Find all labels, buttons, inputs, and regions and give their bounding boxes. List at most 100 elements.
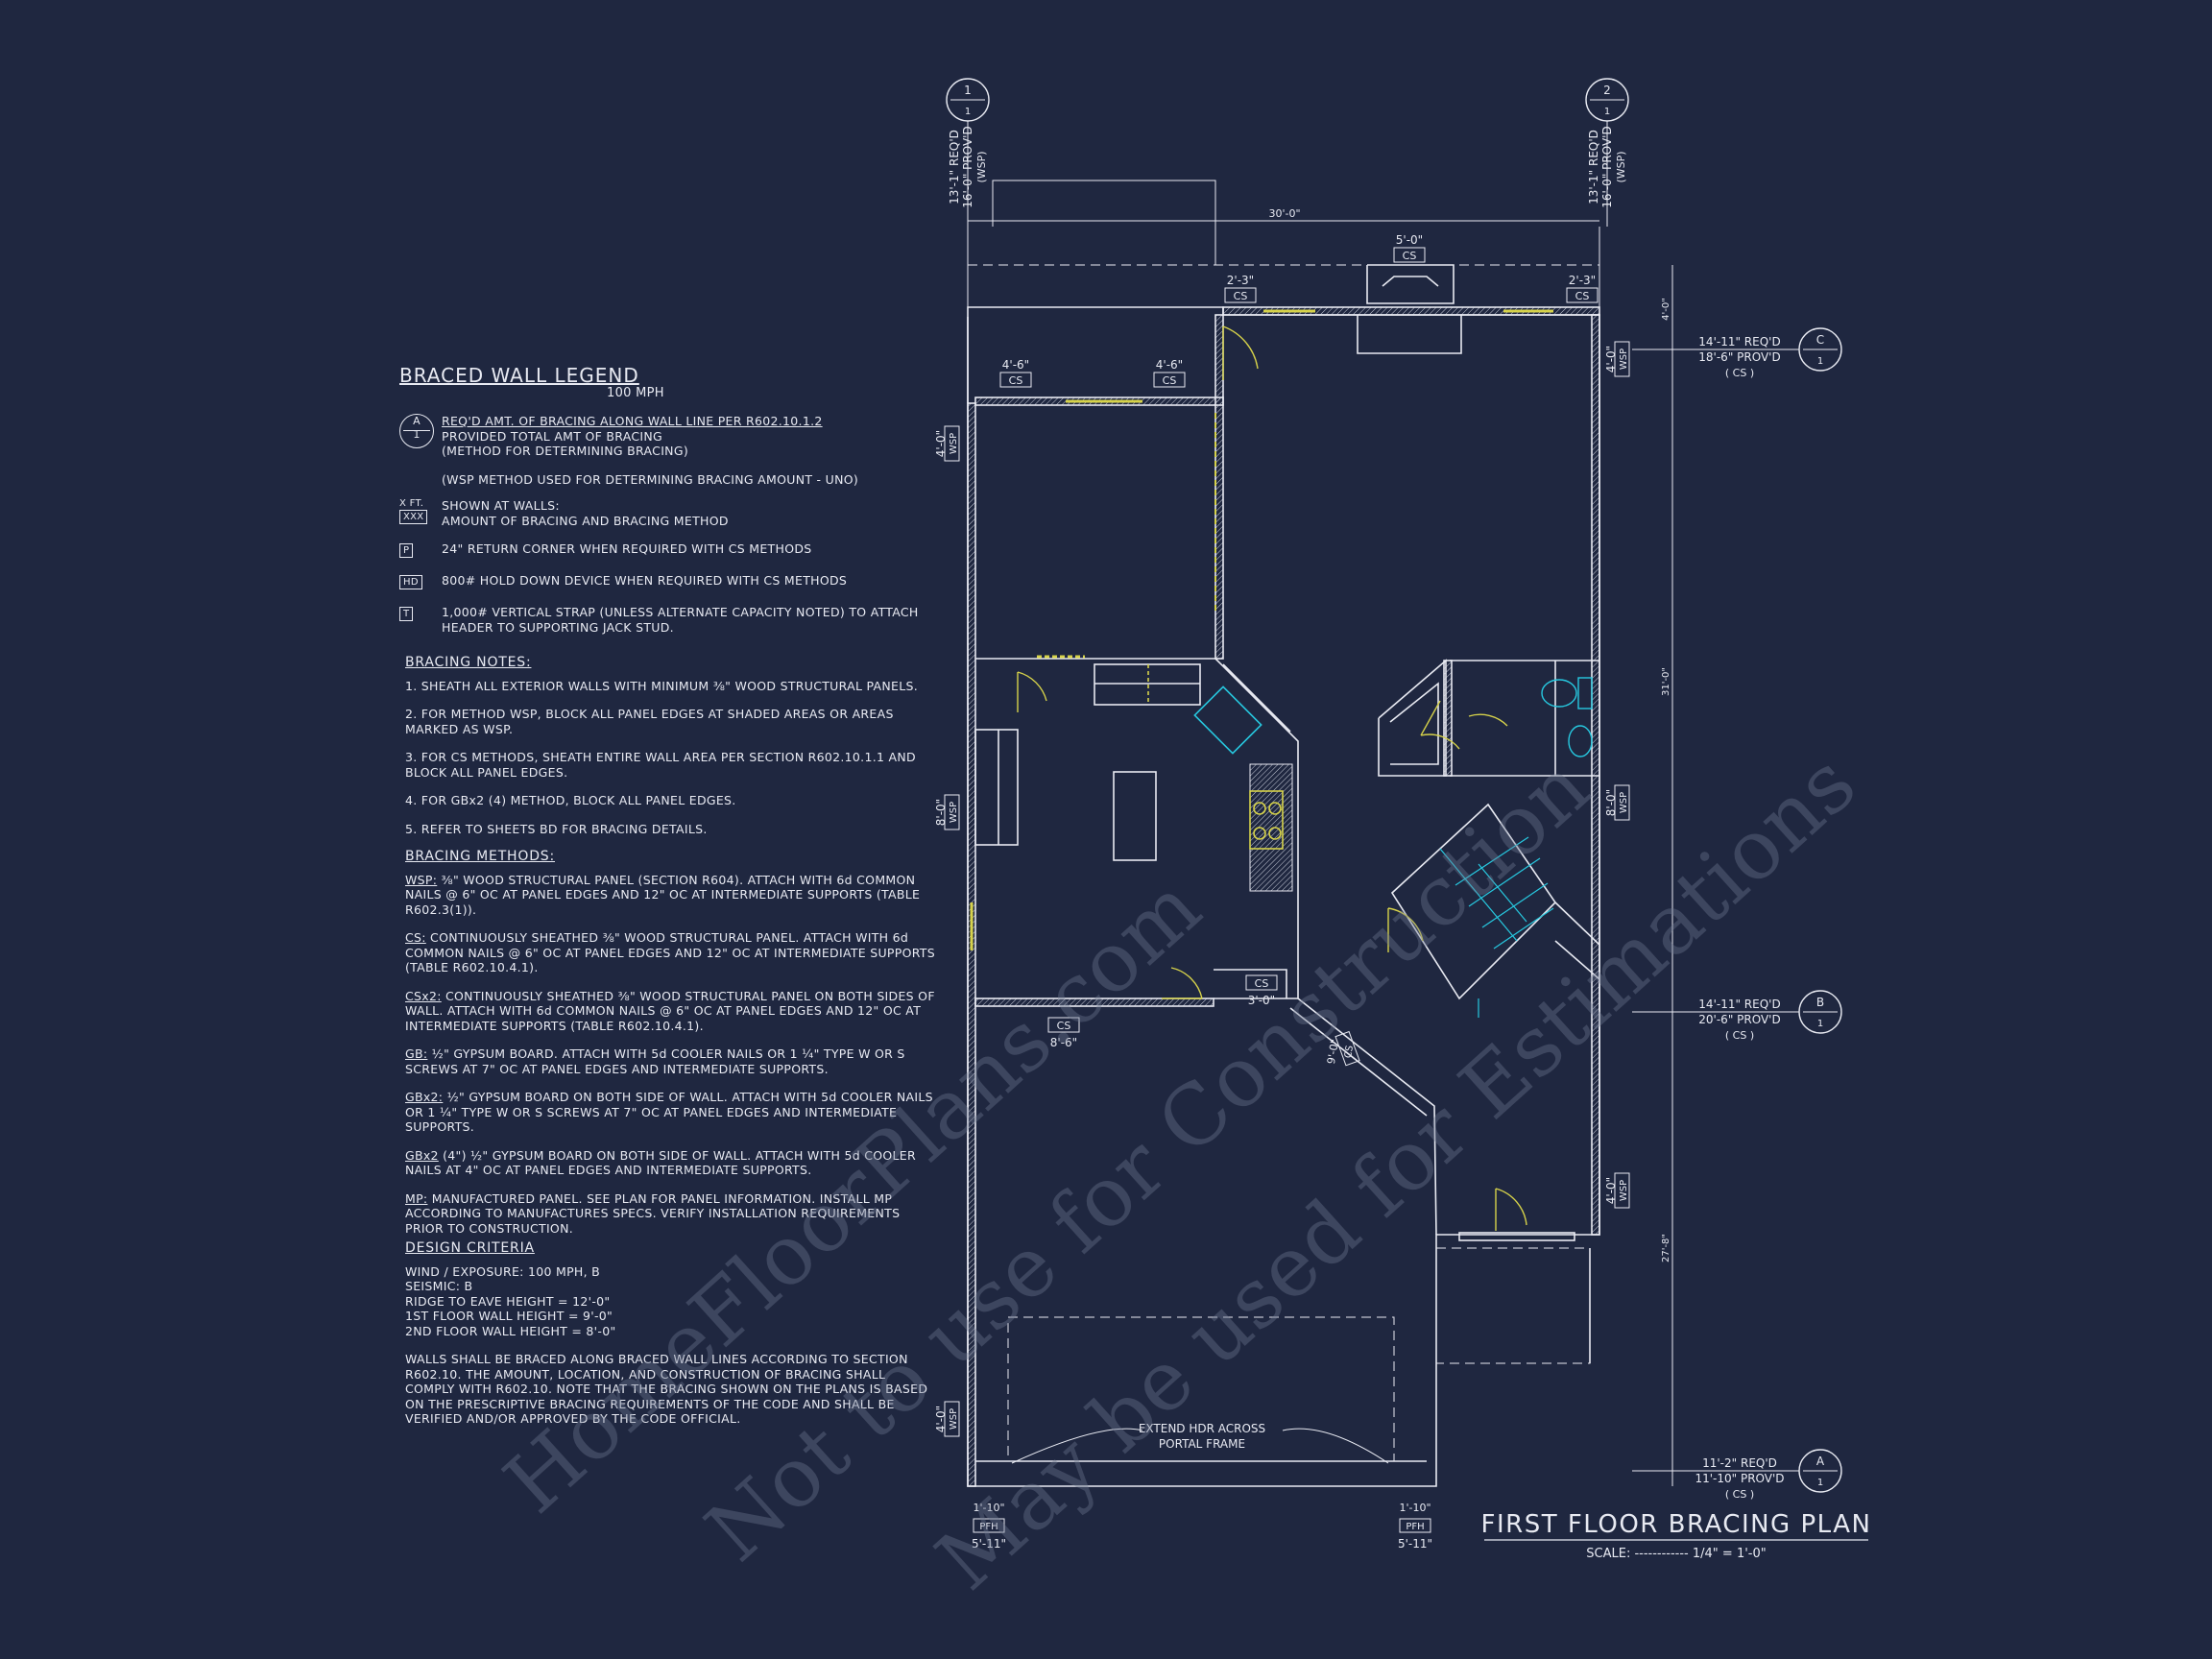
plan-scale: SCALE: ------------ 1/4" = 1'-0" <box>1586 1547 1766 1561</box>
grid-C-req: 14'-11" REQ'D <box>1698 335 1780 349</box>
criteria-line: SEISMIC: B <box>405 1279 473 1293</box>
bracing-segments <box>970 309 1553 950</box>
grid-1-req: 13'-1" REQ'D <box>948 130 961 204</box>
grid-1-prov: 16'-0" PROV'D <box>961 126 974 207</box>
tag-top-left-box <box>1224 287 1257 303</box>
door-swings <box>1017 325 1527 1231</box>
xft-symbol: X FT. <box>399 498 424 509</box>
tag-diag-box <box>1334 1030 1360 1067</box>
right-dim-bot: 27'-8" <box>1661 1234 1671 1262</box>
tag-3-0-box <box>1245 974 1278 991</box>
tag-4-6-b-dim: 4'-6" <box>1156 358 1183 372</box>
bracing-note: 5. REFER TO SHEETS BD FOR BRACING DETAIL… <box>405 821 708 836</box>
grid-A-prov: 11'-10" PROV'D <box>1695 1472 1784 1485</box>
wsp-right-mid-method: WSP <box>1619 792 1629 813</box>
tag-3-0-dim: 3'-0" <box>1248 994 1275 1007</box>
legend-shown-line: SHOWN AT WALLS: <box>442 498 560 513</box>
grid-bubble-A-bottom: 1 <box>1817 1478 1823 1488</box>
grid-bubble-C-top: C <box>1816 333 1824 347</box>
wsp-right-bot-box <box>1614 1172 1630 1209</box>
bracing-method: GB: ½" GYPSUM BOARD. ATTACH WITH 5d COOL… <box>405 1046 905 1076</box>
pfh-left-dim: 5'-11" <box>972 1537 1006 1551</box>
bracing-method: CS: CONTINUOUSLY SHEATHED ⅜" WOOD STRUCT… <box>405 930 935 974</box>
legend-title: BRACED WALL LEGEND <box>399 364 639 387</box>
tag-top-center-method: CS <box>1403 250 1417 262</box>
p-symbol: P <box>399 543 414 558</box>
pfh-right-top-dim: 1'-10" <box>1399 1502 1431 1514</box>
bracing-notes-list: 1. SHEATH ALL EXTERIOR WALLS WITH MINIMU… <box>399 679 937 837</box>
wsp-left-top-box <box>944 425 960 462</box>
tag-top-right-method: CS <box>1575 290 1590 302</box>
legend-t-text: 1,000# VERTICAL STRAP (UNLESS ALTERNATE … <box>442 605 919 635</box>
wsp-right-mid-dim: 8'-0" <box>1604 789 1618 816</box>
grid-2-prov: 16'-0" PROV'D <box>1600 126 1614 207</box>
plan-title: FIRST FLOOR BRACING PLAN <box>1481 1510 1872 1539</box>
wsp-right-mid-box <box>1614 784 1630 821</box>
design-criteria-title: DESIGN CRITERIA <box>405 1240 535 1256</box>
right-dim-mid: 31'-0" <box>1661 667 1671 696</box>
pfh-right-label: PFH <box>1406 1522 1424 1532</box>
legend-t-row: T 1,000# VERTICAL STRAP (UNLESS ALTERNAT… <box>399 605 937 635</box>
overall-width-dim: 30'-0" <box>1268 207 1300 220</box>
wsp-left-top-method: WSP <box>949 433 959 454</box>
pfh-right-box <box>1399 1518 1431 1533</box>
legend-wsp-note: (WSP METHOD USED FOR DETERMINING BRACING… <box>442 471 859 487</box>
grid-bubble-2-bottom: 1 <box>1604 107 1610 117</box>
header-note-line-1: EXTEND HDR ACROSS <box>1139 1422 1265 1435</box>
grid-bubble-C-bottom: 1 <box>1817 356 1823 367</box>
bracing-note: 2. FOR METHOD WSP, BLOCK ALL PANEL EDGES… <box>405 707 894 736</box>
bracing-method: GBx2 (4") ½" GYPSUM BOARD ON BOTH SIDE O… <box>405 1147 916 1178</box>
wsp-left-bot-dim: 4'-0" <box>934 1406 948 1432</box>
design-criteria-lines: WIND / EXPOSURE: 100 MPH, B SEISMIC: B R… <box>405 1264 937 1339</box>
design-criteria-paragraph: WALLS SHALL BE BRACED ALONG BRACED WALL … <box>405 1352 928 1426</box>
pfh-left-top-dim: 1'-10" <box>973 1502 1004 1514</box>
bracing-note: 4. FOR GBx2 (4) METHOD, BLOCK ALL PANEL … <box>405 793 736 807</box>
t-symbol: T <box>399 607 414 621</box>
tag-4-6-b-box <box>1153 372 1186 388</box>
wsp-left-bot-box <box>944 1401 960 1437</box>
bracing-method: WSP: ⅜" WOOD STRUCTURAL PANEL (SECTION R… <box>405 872 921 917</box>
criteria-line: 2ND FLOOR WALL HEIGHT = 8'-0" <box>405 1323 616 1338</box>
wsp-right-top-method: WSP <box>1619 349 1629 370</box>
legend-hd-text: 800# HOLD DOWN DEVICE WHEN REQUIRED WITH… <box>442 573 848 588</box>
tag-top-left-dim: 2'-3" <box>1227 274 1254 287</box>
tag-4-6-a-box <box>999 372 1032 388</box>
grid-bubble-A-top: A <box>1816 1455 1825 1468</box>
tag-8-6-box <box>1047 1017 1080 1033</box>
right-dim-top: 4'-0" <box>1661 298 1671 321</box>
tag-3-0-method: CS <box>1255 977 1269 990</box>
header-note-line-2: PORTAL FRAME <box>1159 1437 1245 1451</box>
tag-diag-dim: 9'-0" <box>1325 1038 1341 1065</box>
bracing-note: 3. FOR CS METHODS, SHEATH ENTIRE WALL AR… <box>405 750 916 780</box>
grid-bubble-1-top: 1 <box>964 84 972 97</box>
legend-req-line: REQ'D AMT. OF BRACING ALONG WALL LINE PE… <box>442 414 823 428</box>
legend-amount-line: AMOUNT OF BRACING AND BRACING METHOD <box>442 513 729 528</box>
grid-A-req: 11'-2" REQ'D <box>1702 1456 1777 1470</box>
wsp-left-mid-box <box>944 794 960 830</box>
grid-bubble-B-top: B <box>1816 996 1824 1009</box>
grid-C-prov: 18'-6" PROV'D <box>1698 350 1780 364</box>
bracing-note: 1. SHEATH ALL EXTERIOR WALLS WITH MINIMU… <box>405 678 919 693</box>
criteria-line: RIDGE TO EAVE HEIGHT = 12'-0" <box>405 1293 611 1309</box>
legend-p-text: 24" RETURN CORNER WHEN REQUIRED WITH CS … <box>442 541 812 556</box>
wsp-right-bot-method: WSP <box>1619 1180 1629 1201</box>
tag-4-6-a-method: CS <box>1009 374 1023 387</box>
wsp-right-top-dim: 4'-0" <box>1604 346 1618 373</box>
grid-bubble-1-bottom: 1 <box>965 107 971 117</box>
legend-hd-row: HD 800# HOLD DOWN DEVICE WHEN REQUIRED W… <box>399 573 937 589</box>
tag-top-center-box <box>1393 247 1426 263</box>
bracing-method: CSx2: CONTINUOUSLY SHEATHED ⅜" WOOD STRU… <box>405 988 935 1033</box>
criteria-line: WIND / EXPOSURE: 100 MPH, B <box>405 1263 601 1279</box>
legend-wind-speed: 100 MPH <box>607 385 664 400</box>
tag-4-6-b-method: CS <box>1163 374 1177 387</box>
wsp-left-bot-method: WSP <box>949 1408 959 1430</box>
tag-8-6-method: CS <box>1057 1020 1071 1032</box>
xxx-symbol: XXX <box>399 510 428 524</box>
tag-top-right-dim: 2'-3" <box>1569 274 1596 287</box>
plumbing-fixtures <box>1541 677 1593 757</box>
pfh-left-box <box>973 1518 1005 1533</box>
pfh-left-label: PFH <box>979 1522 998 1532</box>
